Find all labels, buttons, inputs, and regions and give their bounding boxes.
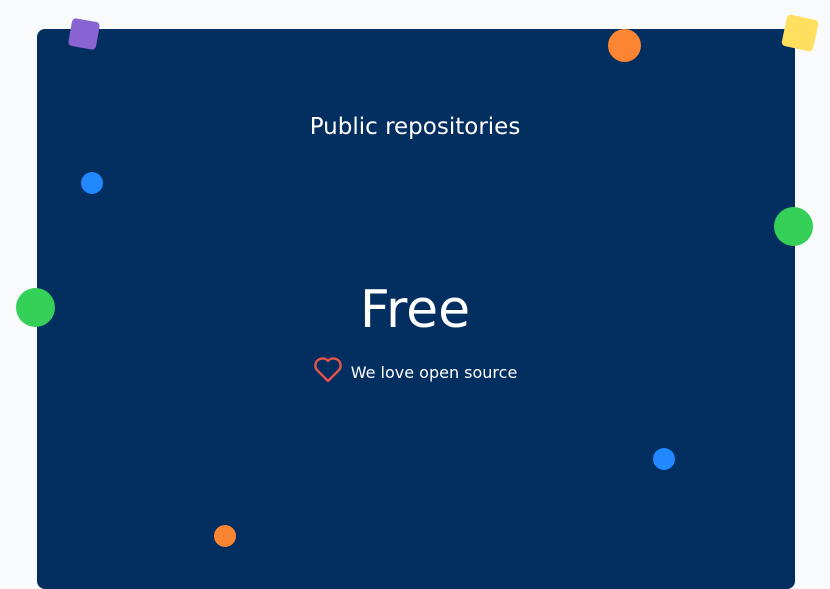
plan-price: Free (359, 280, 471, 340)
confetti-square-yellow (781, 14, 819, 52)
confetti-circle-blue (653, 448, 675, 470)
confetti-square-purple (67, 17, 101, 51)
tagline-text: We love open source (350, 362, 518, 382)
confetti-circle-green (16, 288, 55, 327)
tagline: We love open source (0, 357, 830, 387)
pricing-card (37, 29, 795, 589)
plan-title: Public repositories (309, 114, 521, 140)
confetti-circle-blue (81, 172, 103, 194)
heart-icon (313, 357, 343, 387)
confetti-circle-orange (608, 29, 641, 62)
confetti-circle-green (774, 207, 813, 246)
confetti-circle-orange (214, 525, 236, 547)
